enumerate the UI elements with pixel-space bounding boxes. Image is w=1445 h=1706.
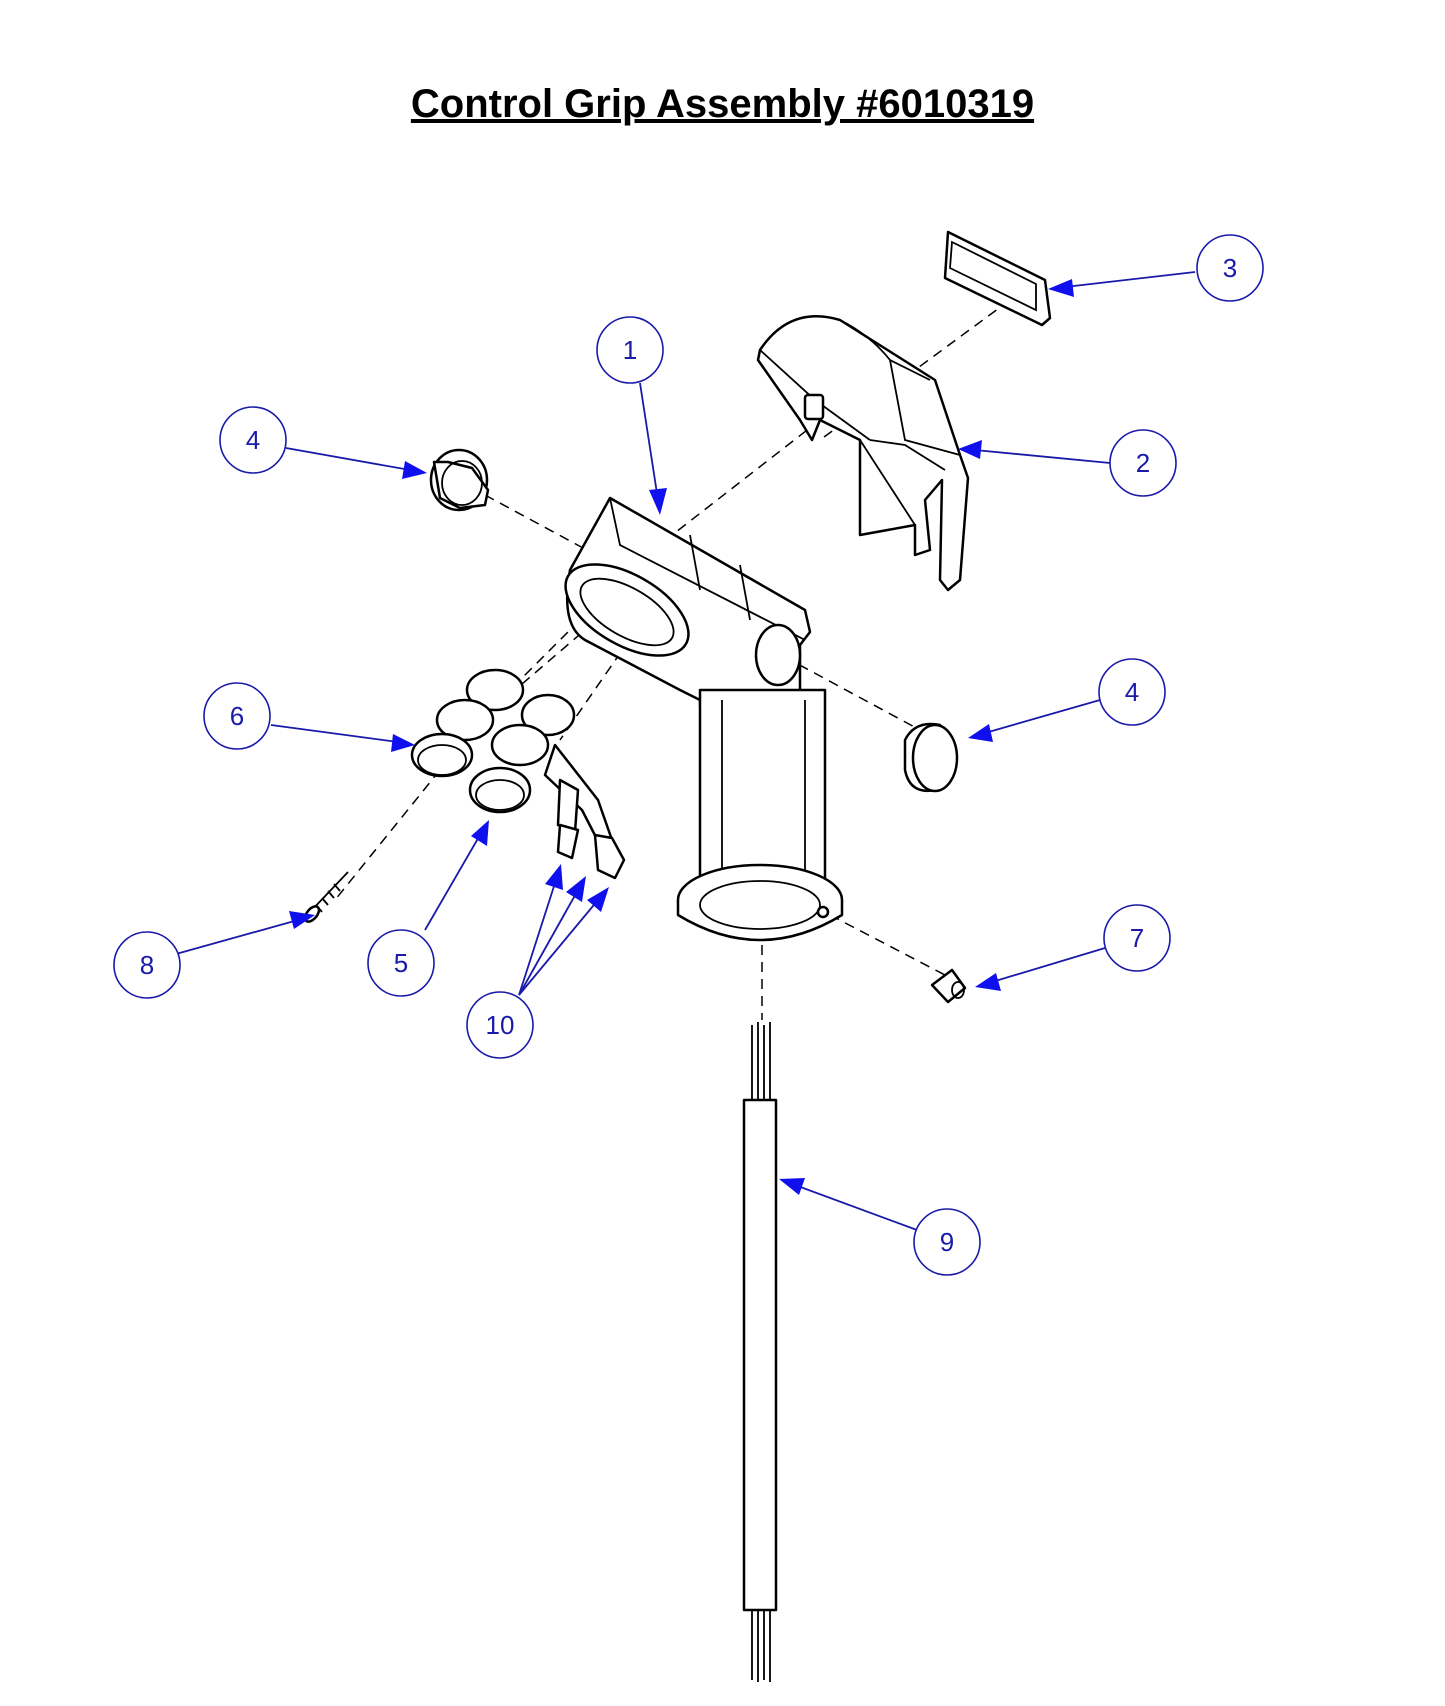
callout-label: 1 — [623, 335, 637, 365]
callout-3: 3 — [1196, 234, 1264, 302]
leader-arrows — [175, 271, 1196, 1231]
callout-5: 5 — [367, 929, 435, 997]
callout-label: 5 — [394, 948, 408, 978]
part-9-cable — [742, 1022, 778, 1682]
callout-8: 8 — [113, 931, 181, 999]
callout-label: 7 — [1130, 923, 1144, 953]
callout-4-upper: 4 — [219, 406, 287, 474]
callout-10: 10 — [466, 991, 534, 1059]
callout-6: 6 — [203, 682, 271, 750]
callout-label: 3 — [1223, 253, 1237, 283]
callout-1: 1 — [596, 316, 664, 384]
part-4-plug-lower — [903, 722, 959, 793]
diagram-title: Control Grip Assembly #6010319 — [410, 82, 1035, 126]
callout-label: 9 — [940, 1227, 954, 1257]
callout-7: 7 — [1103, 904, 1171, 972]
part-7-pin — [930, 968, 967, 1004]
part-4-bushing-upper — [429, 448, 490, 512]
callout-label: 2 — [1136, 448, 1150, 478]
callout-label: 4 — [1125, 677, 1139, 707]
part-1-grip-housing — [564, 496, 844, 942]
part-3-gasket — [943, 230, 1052, 327]
part-2-trigger-cover — [756, 315, 970, 592]
callout-9: 9 — [913, 1208, 981, 1276]
callout-2: 2 — [1109, 429, 1177, 497]
part-5-6-button-assembly — [410, 668, 626, 880]
callout-label: 8 — [140, 950, 154, 980]
callout-label: 6 — [230, 701, 244, 731]
callout-label: 10 — [486, 1010, 515, 1040]
callout-label: 4 — [246, 425, 260, 455]
callout-4-lower: 4 — [1098, 658, 1166, 726]
